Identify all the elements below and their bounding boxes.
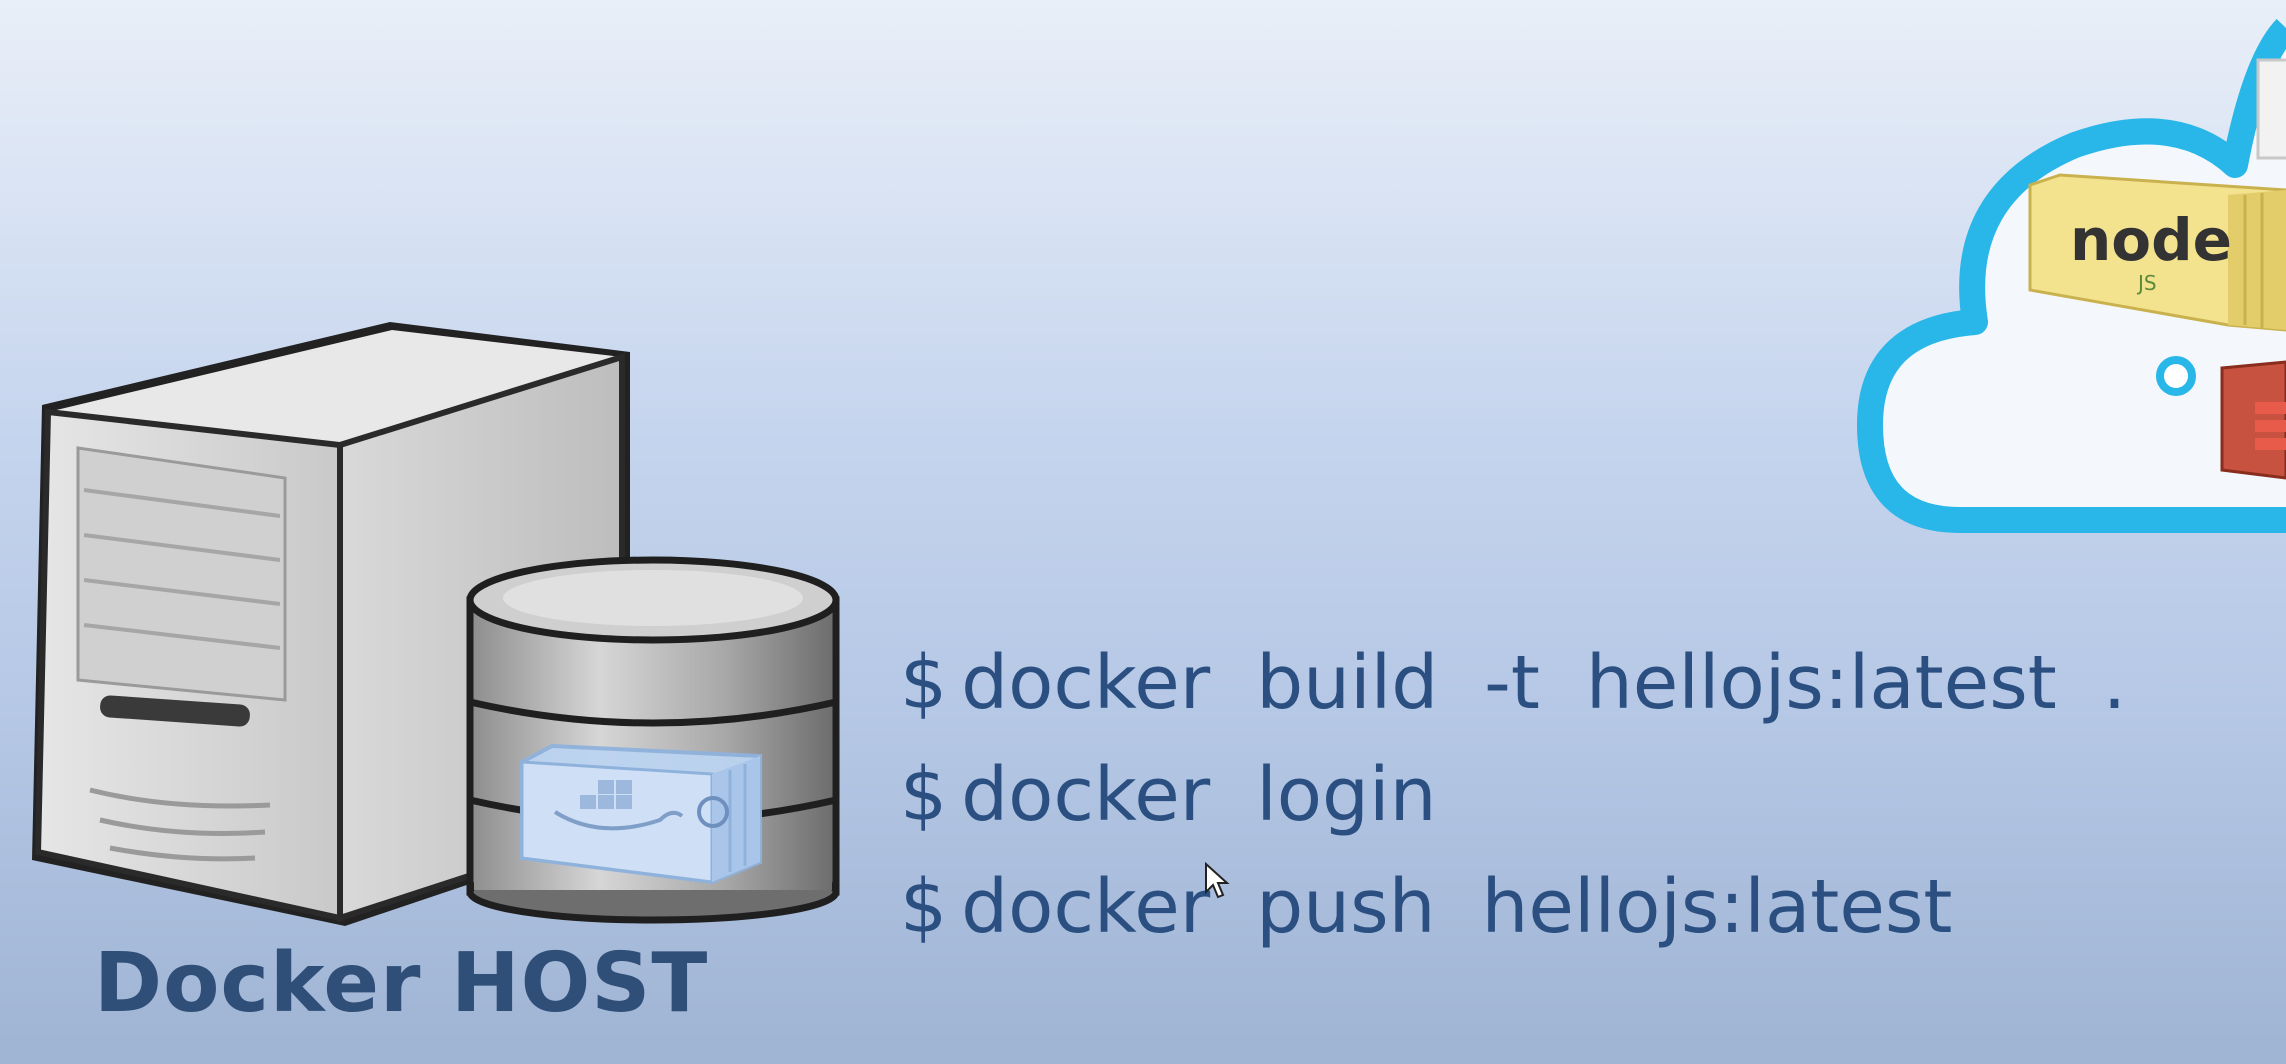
- command-token: -t: [1484, 640, 1540, 726]
- command-token: docker: [961, 640, 1211, 726]
- command-token: build: [1256, 640, 1439, 726]
- prompt-symbol: $: [900, 752, 948, 838]
- command-line-push: $ docker push hellojs:latest: [900, 864, 2172, 976]
- docker-container-icon: [520, 743, 762, 885]
- command-list: $ docker build -t hellojs:latest . $ doc…: [900, 640, 2172, 976]
- command-line-login: $ docker login: [900, 752, 2172, 864]
- mouse-cursor-icon: [1205, 862, 1230, 899]
- command-token: hellojs:latest: [1585, 640, 2057, 726]
- command-token: hellojs:latest: [1481, 864, 1953, 950]
- command-line-build: $ docker build -t hellojs:latest .: [900, 640, 2172, 752]
- cloud-registry-icon: node JS: [1857, 18, 2286, 533]
- command-token: login: [1256, 752, 1437, 838]
- docker-host-label: Docker HOST: [94, 936, 709, 1031]
- prompt-symbol: $: [900, 864, 948, 950]
- svg-text:node: node: [2070, 206, 2232, 274]
- command-token: .: [2102, 640, 2127, 726]
- command-token: push: [1256, 864, 1436, 950]
- command-token: docker: [961, 752, 1211, 838]
- prompt-symbol: $: [900, 640, 948, 726]
- svg-text:JS: JS: [2136, 271, 2157, 295]
- command-token: docker: [961, 864, 1211, 950]
